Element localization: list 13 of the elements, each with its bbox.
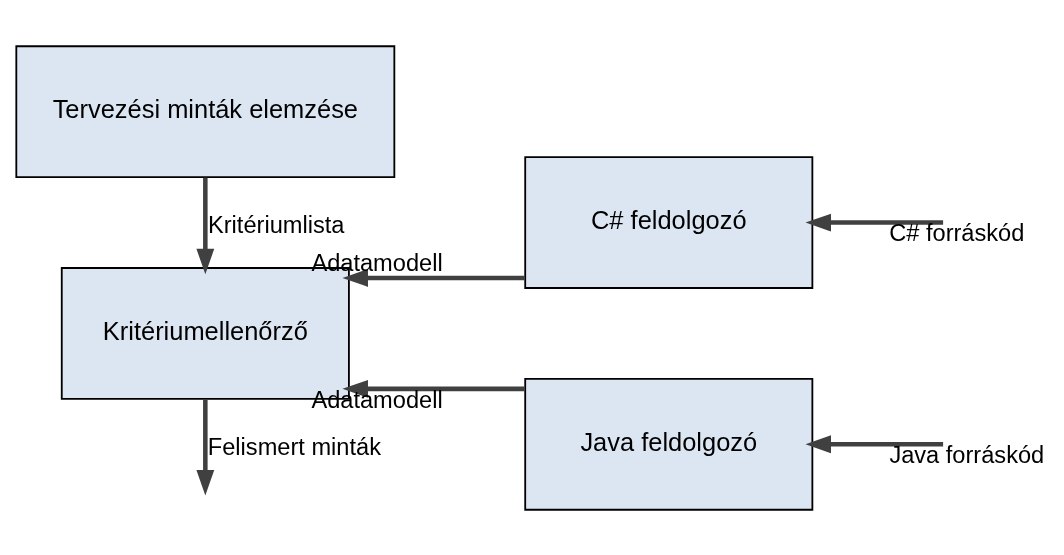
edge-label: Kritériumlista xyxy=(208,211,345,238)
edge-label: Felismert minták xyxy=(207,433,381,460)
node-box: Tervezési minták elemzése xyxy=(15,44,396,178)
arrow xyxy=(342,379,525,398)
arrow xyxy=(196,177,215,274)
arrow xyxy=(196,399,215,495)
arrow xyxy=(342,268,525,287)
arrow xyxy=(805,213,944,231)
node-box: Java feldolgozó xyxy=(524,377,814,511)
node-box: C# feldolgozó xyxy=(524,155,814,289)
edge-label: C# forráskód xyxy=(889,219,1025,246)
edge-label: Java forráskód xyxy=(889,441,1045,468)
arrow xyxy=(805,434,944,453)
